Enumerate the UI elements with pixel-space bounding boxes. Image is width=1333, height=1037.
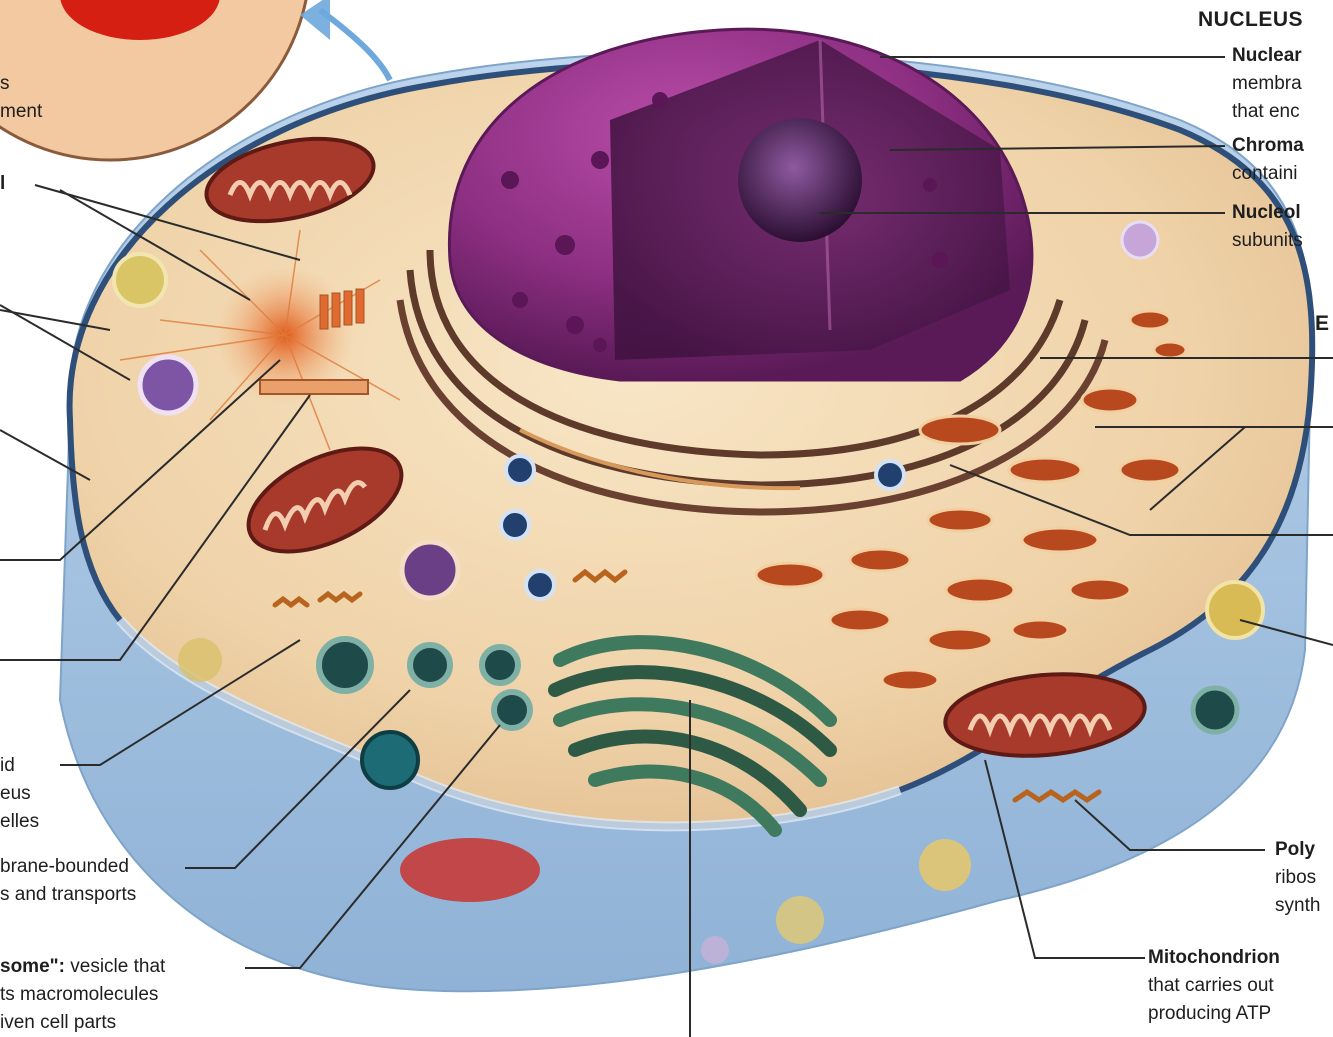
nucleolus-body [738,118,862,242]
polyribosome-title: Poly [1275,839,1315,860]
left-lysosome-text: vesicle that [65,956,165,977]
mitochondrion-line-1: that carries out [1148,972,1280,1000]
left-top-line-1: s [0,70,42,98]
left-top-line-2: ment [0,98,42,126]
left-lysosome-label: some": vesicle that ts macromolecules iv… [0,953,165,1037]
mitochondrion-label: Mitochondrion that carries out producing… [1148,944,1280,1028]
mitochondrion-title: Mitochondrion [1148,947,1280,968]
nucleolus-label: Nucleol subunits [1232,199,1303,255]
left-centriole-fragment: l [0,173,5,194]
nuclear-envelope-line-1: membra [1232,70,1302,98]
polyribosome-line-1: ribos [1275,864,1320,892]
nucleus-heading: NUCLEUS [1198,6,1303,34]
left-centriole-label: l [0,170,5,198]
nuclear-envelope-line-2: that enc [1232,98,1302,126]
nuclear-envelope-title: Nuclear [1232,45,1302,66]
left-top-label: s ment [0,70,42,126]
polyribosome-line-2: synth [1275,892,1320,920]
mitochondrion-line-2: producing ATP [1148,1000,1280,1028]
left-cytoskeleton-line-3: elles [0,808,39,836]
chromatin-label: Chroma containi [1232,132,1304,188]
left-lysosome-line-2: iven cell parts [0,1009,165,1037]
left-cytoskeleton-line-2: eus [0,780,39,808]
left-cytoskeleton-label: id eus elles [0,752,39,836]
nucleolus-line-1: subunits [1232,227,1303,255]
left-golgi-label: brane-bounded s and transports [0,853,136,909]
left-lysosome-title: some": [0,956,65,977]
left-cytoskeleton-line-1: id [0,752,39,780]
polyribosome-label: Poly ribos synth [1275,836,1320,920]
nuclear-envelope-label: Nuclear membra that enc [1232,42,1302,126]
left-golgi-line-2: s and transports [0,881,136,909]
chromatin-title: Chroma [1232,135,1304,156]
left-lysosome-line-1: ts macromolecules [0,981,165,1009]
chromatin-line-1: containi [1232,160,1304,188]
nucleolus-title: Nucleol [1232,202,1301,223]
er-heading: E [1315,310,1330,338]
left-golgi-line-1: brane-bounded [0,853,136,881]
